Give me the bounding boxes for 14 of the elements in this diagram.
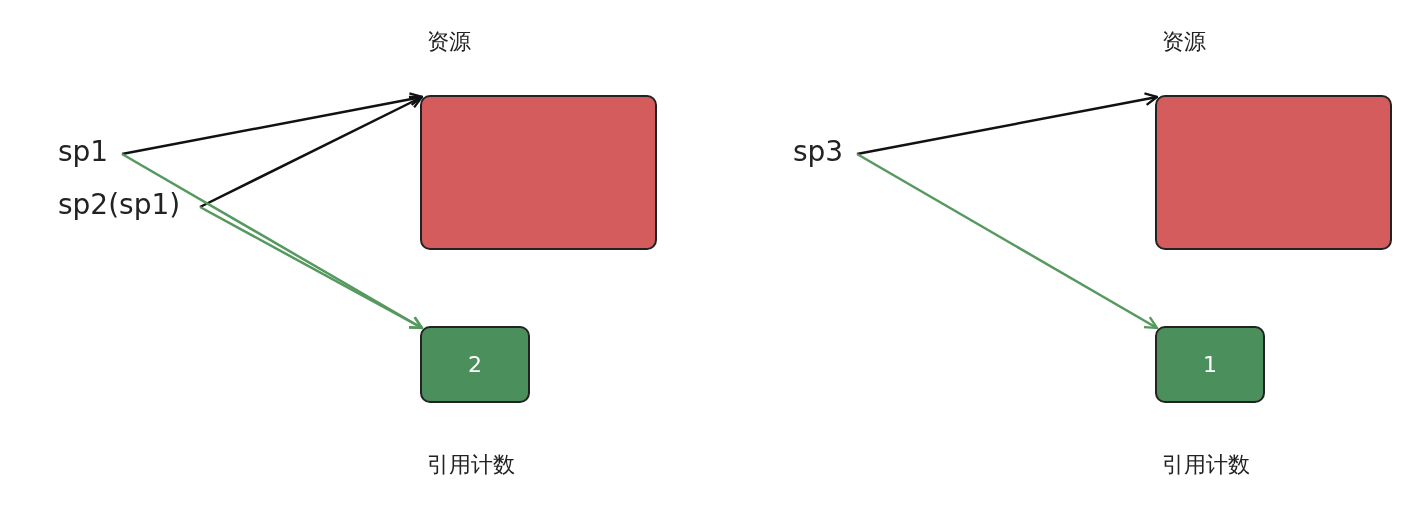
pointer-label: sp2(sp1) — [58, 188, 181, 222]
box-caption: 引用计数 — [427, 451, 515, 479]
count-value: 1 — [1203, 352, 1217, 377]
arrow — [199, 95, 424, 209]
box-heading: 资源 — [1162, 28, 1206, 56]
box-heading: 资源 — [427, 28, 471, 56]
pointer-label: sp3 — [793, 135, 844, 169]
arrow — [856, 152, 1159, 330]
count-value: 2 — [468, 352, 482, 377]
arrow — [856, 92, 1159, 156]
pointer-label: sp1 — [58, 135, 109, 169]
arrow — [199, 205, 424, 330]
arrow — [121, 92, 424, 156]
box-caption: 引用计数 — [1162, 451, 1250, 479]
